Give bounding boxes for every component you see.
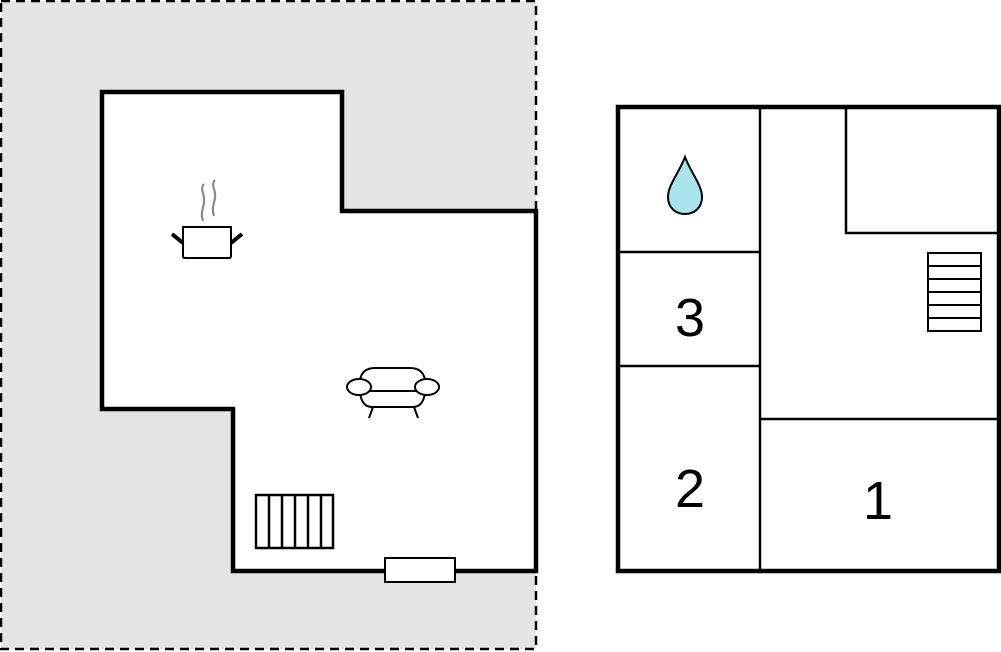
floor-outline [99,89,539,574]
window-icon [384,557,456,583]
room-label-3: 3 [675,288,705,348]
armchair-icon [346,367,440,419]
stairs-icon [927,252,982,332]
cooking-pot-icon [170,179,244,259]
room-label-2: 2 [675,459,705,519]
stairs-icon [254,493,335,550]
water-drop-icon [666,154,704,216]
room-label-1: 1 [863,471,893,531]
